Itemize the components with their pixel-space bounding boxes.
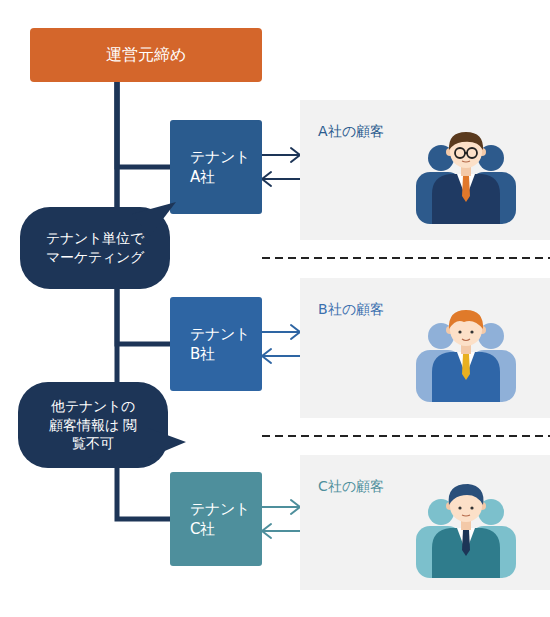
connector bbox=[117, 82, 170, 167]
connector bbox=[262, 349, 300, 363]
bubble-tail bbox=[132, 202, 176, 236]
tenant-box: テナント B社 bbox=[170, 297, 262, 391]
customer-figure bbox=[416, 310, 516, 402]
tenant-box: テナント C社 bbox=[170, 472, 262, 566]
node-label: テナント C社 bbox=[190, 499, 254, 540]
node-label: 他テナントの 顧客情報は 閲覧不可 bbox=[46, 397, 140, 454]
bubble-tail bbox=[148, 428, 186, 458]
root-box: 運営元締め bbox=[30, 28, 262, 82]
node-label: B社の顧客 bbox=[318, 300, 384, 319]
connector bbox=[262, 148, 300, 162]
node-label: テナント A社 bbox=[190, 147, 254, 188]
node-label: A社の顧客 bbox=[318, 122, 384, 141]
node-label: 運営元締め bbox=[106, 44, 186, 66]
dashed-separator bbox=[262, 435, 550, 437]
dashed-separator bbox=[262, 257, 550, 259]
connector bbox=[262, 325, 300, 339]
connector bbox=[262, 500, 300, 514]
node-label: C社の顧客 bbox=[318, 477, 384, 496]
connector bbox=[262, 172, 300, 186]
callout-bubble: 他テナントの 顧客情報は 閲覧不可 bbox=[18, 382, 168, 468]
callout-bubble: テナント単位で マーケティング bbox=[20, 207, 170, 289]
node-label: テナント B社 bbox=[190, 324, 254, 365]
customer-figure bbox=[416, 132, 516, 224]
tenant-box: テナント A社 bbox=[170, 120, 262, 214]
customer-panel: A社の顧客 bbox=[300, 100, 550, 240]
connector bbox=[262, 524, 300, 538]
customer-figure bbox=[416, 484, 516, 578]
customer-panel: C社の顧客 bbox=[300, 455, 550, 590]
node-label: テナント単位で マーケティング bbox=[40, 229, 150, 267]
customer-panel: B社の顧客 bbox=[300, 278, 550, 418]
